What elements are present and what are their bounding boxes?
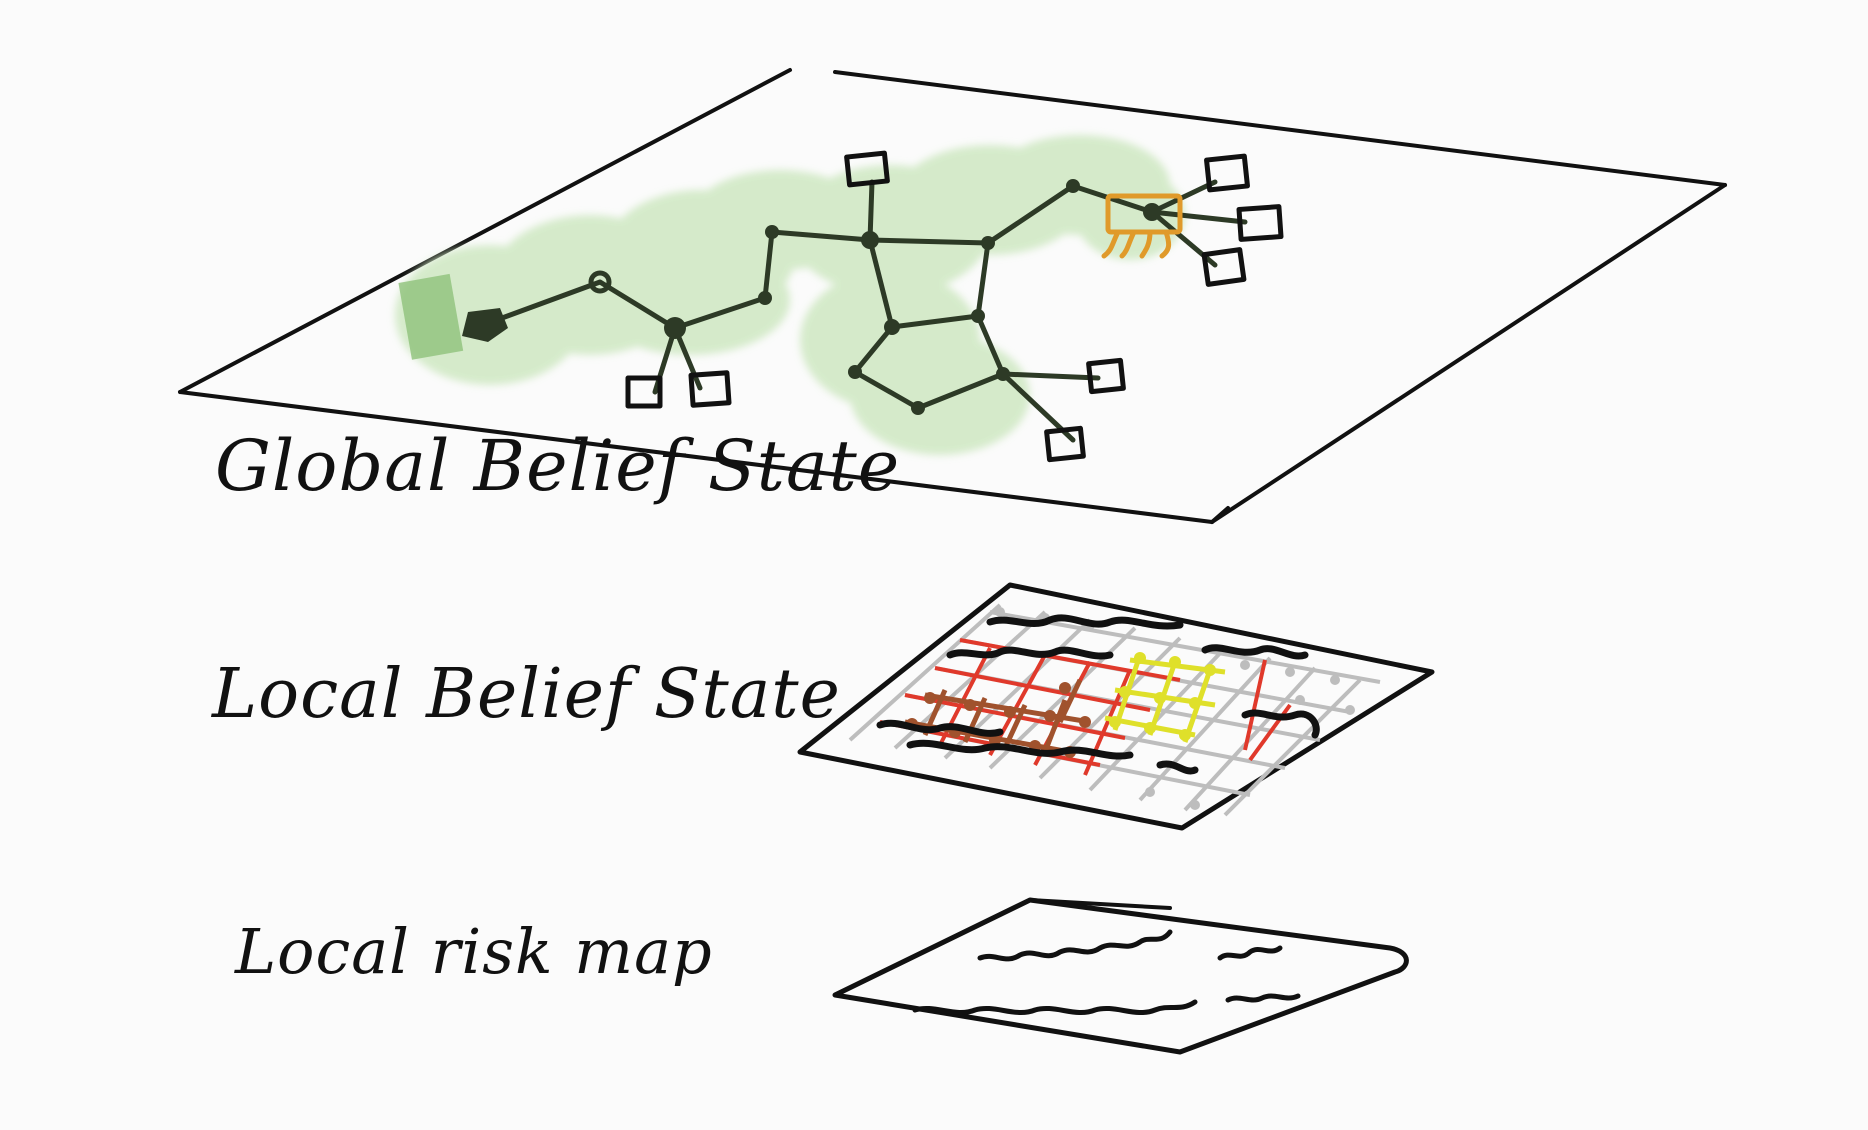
graph-node: [664, 317, 686, 339]
graph-nodes: [462, 179, 1161, 415]
graph-node: [981, 236, 995, 250]
label-local-risk-map: Local risk map: [235, 915, 713, 988]
local-risk-map: [832, 897, 1409, 1055]
graph-node: [996, 367, 1010, 381]
graph-node: [848, 365, 862, 379]
graph-node: [1066, 179, 1080, 193]
graph-node: [765, 225, 779, 239]
graph-node: [861, 231, 879, 249]
global-plane: [178, 68, 1727, 524]
start-marker: [398, 273, 464, 360]
start-node: [462, 308, 508, 342]
frontier-square: [1236, 204, 1284, 242]
frontier-square: [625, 375, 663, 409]
graph-node: [588, 270, 612, 294]
frontier-square: [1201, 247, 1247, 287]
graph-node: [911, 401, 925, 415]
frontier-square: [688, 370, 732, 408]
frontier-square: [1204, 153, 1250, 193]
label-local-belief-state: Local Belief State: [212, 655, 841, 734]
label-global-belief-state: Global Belief State: [215, 425, 901, 507]
robot-icon: [1101, 193, 1183, 259]
frontier-square: [1086, 357, 1126, 395]
frontier-square: [1044, 425, 1086, 463]
grid-nodes-yellow: [1109, 652, 1216, 741]
frontier-square: [844, 150, 890, 188]
local-belief-grid: [797, 582, 1435, 831]
graph-node: [884, 319, 900, 335]
graph-node: [971, 309, 985, 323]
obstacle-scribbles: [876, 614, 1320, 775]
frontier-nodes: [625, 150, 1284, 463]
risk-scribbles: [912, 929, 1301, 1016]
graph-node: [1143, 203, 1161, 221]
explored-region-highlight: [395, 135, 1185, 455]
graph-node: [758, 291, 772, 305]
grid-nodes-brown: [906, 682, 1091, 758]
